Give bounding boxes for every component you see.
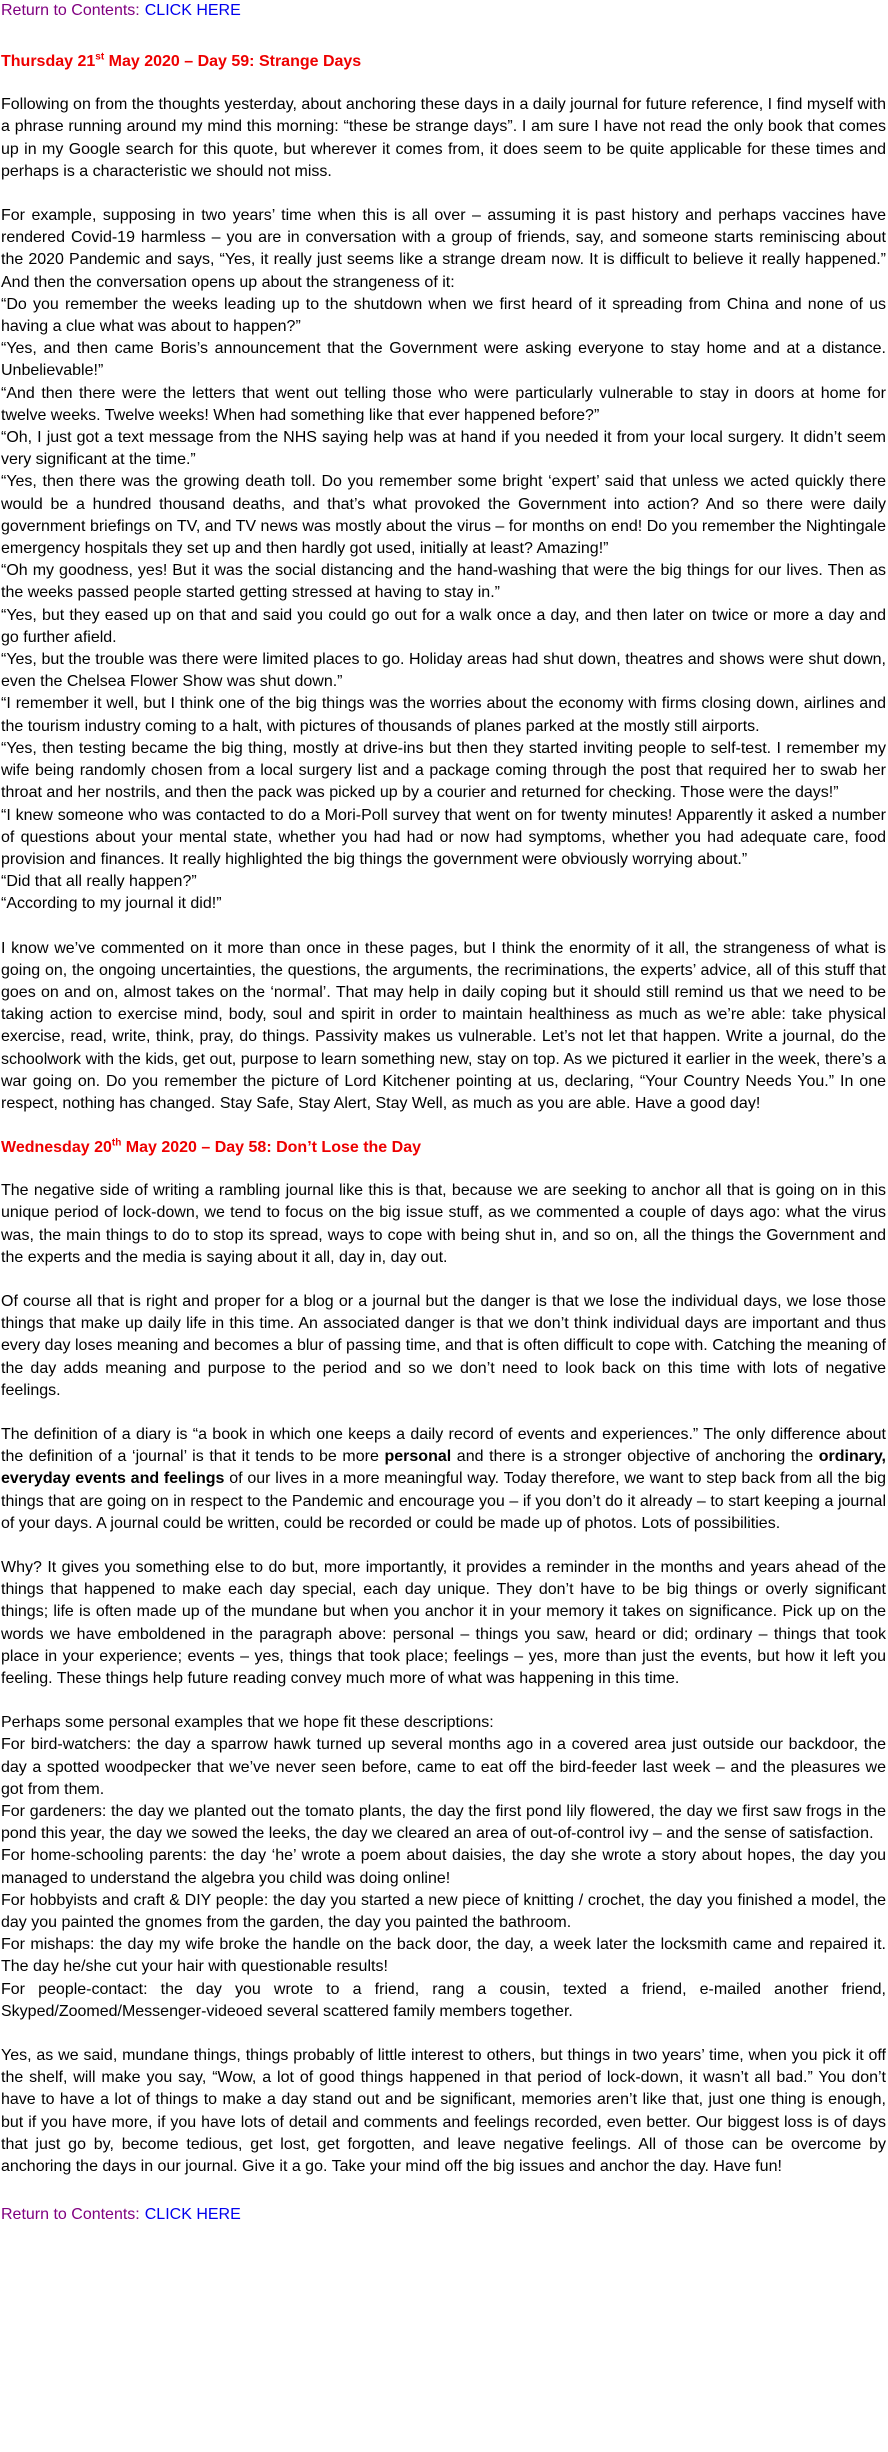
example-line: For mishaps: the day my wife broke the h… (1, 1936, 886, 1976)
return-to-contents-top: Return to Contents:CLICK HERE (1, 0, 886, 22)
dialogue-line: “I knew someone who was contacted to do … (1, 806, 886, 868)
entry-heading: Wednesday 20th May 2020 – Day 58: Don’t … (1, 1137, 886, 1159)
entry-paragraph: The negative side of writing a rambling … (1, 1182, 886, 1266)
click-here-link[interactable]: CLICK HERE (144, 2206, 241, 2224)
example-line: For home-schooling parents: the day ‘he’… (1, 1847, 886, 1887)
dialogue-line: “Yes, but they eased up on that and said… (1, 606, 886, 646)
heading-ordinal: th (111, 1137, 122, 1149)
text-run: and there is a stronger objective of anc… (451, 1448, 819, 1466)
dialogue-line: “Do you remember the weeks leading up to… (1, 295, 886, 336)
text-run: of our lives in a more meaningful way. T… (1, 1470, 887, 1532)
dialogue-line: “Oh my goodness, yes! But it was the soc… (1, 562, 886, 602)
bold-text: personal (384, 1448, 452, 1466)
example-line: For people-contact: the day you wrote to… (1, 1980, 886, 2020)
dialogue-line: “Yes, but the trouble was there were lim… (1, 651, 886, 691)
dialogue-block: For example, supposing in two years’ tim… (1, 205, 886, 916)
heading-title: May 2020 – Day 58: Don’t Lose the Day (121, 1139, 421, 1157)
heading-date: Thursday 21 (1, 53, 96, 71)
example-line: For hobbyists and craft & DIY people: th… (1, 1891, 886, 1932)
dialogue-line: “And then there were the letters that we… (1, 384, 886, 424)
example-line: Perhaps some personal examples that we h… (1, 1714, 494, 1732)
dialogue-line: For example, supposing in two years’ tim… (1, 207, 886, 291)
entry-paragraph: The definition of a diary is “a book in … (1, 1424, 886, 1535)
entry-paragraph: Of course all that is right and proper f… (1, 1292, 886, 1399)
examples-block: Perhaps some personal examples that we h… (1, 1712, 886, 2023)
entry-paragraph: Why? It gives you something else to do b… (1, 1558, 886, 1687)
dialogue-line: “According to my journal it did!” (1, 895, 222, 913)
heading-ordinal: st (95, 51, 105, 63)
dialogue-line: “I remember it well, but I think one of … (1, 695, 886, 735)
dialogue-line: “Did that all really happen?” (1, 873, 197, 891)
heading-date: Wednesday 20 (1, 1139, 112, 1157)
bold-text: ordinary, everyday events and feelings (1, 1448, 886, 1488)
dialogue-line: “Yes, then there was the growing death t… (1, 473, 886, 558)
example-line: For gardeners: the day we planted out th… (1, 1803, 886, 1843)
entry-heading: Thursday 21st May 2020 – Day 59: Strange… (1, 51, 886, 73)
entry-paragraph: I know we’ve commented on it more than o… (1, 939, 886, 1112)
journal-entry-day-58: Wednesday 20th May 2020 – Day 58: Don’t … (1, 1137, 886, 2178)
journal-entry-day-59: Thursday 21st May 2020 – Day 59: Strange… (1, 51, 886, 1115)
return-to-contents-label: Return to Contents: (1, 2, 140, 19)
return-to-contents-bottom: Return to Contents:CLICK HERE (1, 2204, 886, 2226)
dialogue-line: “Yes, and then came Boris’s announcement… (1, 340, 886, 380)
text-run: The definition of a diary is “a book in … (1, 1425, 886, 1466)
entry-paragraph: Yes, as we said, mundane things, things … (1, 2047, 886, 2176)
heading-title: May 2020 – Day 59: Strange Days (104, 53, 362, 71)
click-here-link[interactable]: CLICK HERE (144, 2, 241, 19)
dialogue-line: “Oh, I just got a text message from the … (1, 429, 886, 469)
return-to-contents-label: Return to Contents: (1, 2206, 140, 2224)
dialogue-line: “Yes, then testing became the big thing,… (1, 739, 886, 802)
example-line: For bird-watchers: the day a sparrow haw… (1, 1736, 886, 1798)
entry-paragraph: Following on from the thoughts yesterday… (1, 96, 886, 180)
